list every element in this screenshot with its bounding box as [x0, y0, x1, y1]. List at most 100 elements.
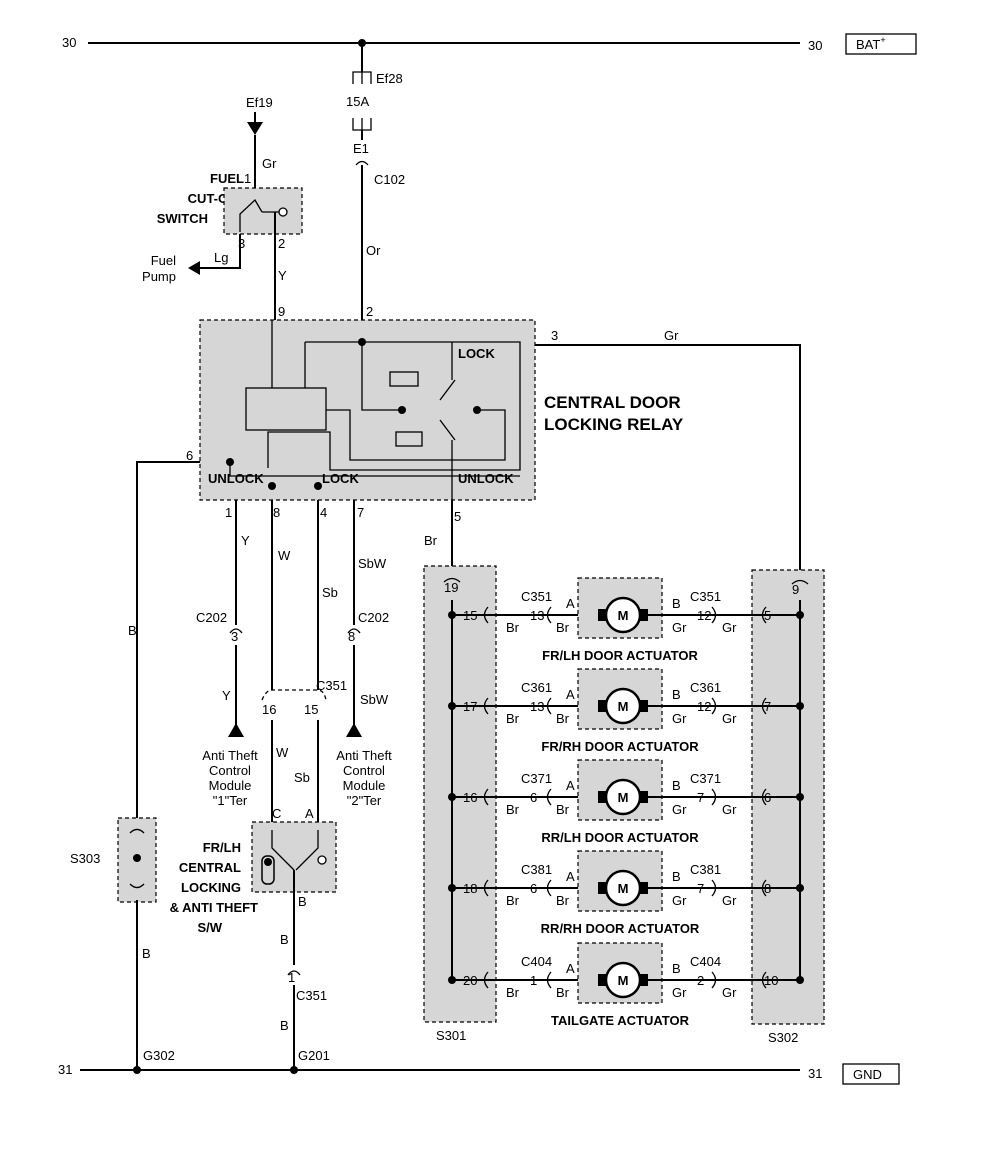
relay-pin-5: 5	[454, 509, 461, 524]
key-cylinder-icon	[261, 855, 275, 885]
s302-pin: 7	[764, 699, 771, 714]
relay-lock-right: LOCK	[458, 346, 495, 361]
c202a-out: Y	[222, 688, 231, 703]
pin-b: B	[672, 961, 681, 976]
rail-30-left: 30	[62, 35, 76, 50]
ef19-label: Ef19	[246, 95, 273, 110]
wire-right-outer: Gr	[722, 711, 737, 726]
switch-pin-b: B	[298, 894, 307, 909]
wire-left-outer: Br	[506, 802, 520, 817]
motor-icon	[604, 687, 642, 725]
s303-label: S303	[70, 851, 100, 866]
relay-pin-7: 7	[357, 505, 364, 520]
s301-pin: 18	[463, 881, 477, 896]
bat-tag: BAT+	[856, 35, 886, 52]
atm1-3: Module	[209, 778, 252, 793]
fuse-name: Ef28	[376, 71, 403, 86]
battery-rail: 30 30 BAT+	[62, 33, 917, 55]
connector-right-pin: 12	[697, 699, 711, 714]
pin-b: B	[672, 687, 681, 702]
motor-icon	[604, 596, 642, 634]
relay-pin3-wire: Gr	[664, 328, 679, 343]
relay-pin-1: 1	[225, 505, 232, 520]
atm2-3: Module	[343, 778, 386, 793]
wire-8-w: W	[278, 548, 291, 563]
s303-wire: B	[142, 946, 151, 961]
relay-pin-4: 4	[320, 505, 327, 520]
wire-left-inner: Br	[556, 893, 570, 908]
connector-right-pin: 7	[697, 881, 704, 896]
s302-pin: 10	[764, 973, 778, 988]
wire-right-inner: Gr	[672, 620, 687, 635]
wire-right-inner: Gr	[672, 893, 687, 908]
connector-left: C351	[521, 589, 552, 604]
wire-right-outer: Gr	[722, 802, 737, 817]
fuel-title-1: FUEL	[210, 171, 244, 186]
g302-label: G302	[143, 1048, 175, 1063]
pump-label-1: Fuel	[151, 253, 176, 268]
connector-right: C404	[690, 954, 721, 969]
pump-label-2: Pump	[142, 269, 176, 284]
wire-1-y: Y	[241, 533, 250, 548]
pin-b: B	[672, 869, 681, 884]
wire-left-outer: Br	[506, 711, 520, 726]
connector-left-pin: 13	[530, 699, 544, 714]
connector-left-pin: 1	[530, 973, 537, 988]
wire-right-inner: Gr	[672, 711, 687, 726]
motor-icon	[604, 778, 642, 816]
c202b-label: C202	[358, 610, 389, 625]
fr-lh-locking-switch: C A B FR/LH CENTRAL LOCKING & ANTI THEFT…	[170, 806, 337, 1070]
switch-title-5: S/W	[197, 920, 222, 935]
wire-left-inner: Br	[556, 985, 570, 1000]
c351-pin-15: 15	[304, 702, 318, 717]
relay-lock-mid: LOCK	[322, 471, 359, 486]
switch-title-3: LOCKING	[181, 880, 241, 895]
s301-label: S301	[436, 1028, 466, 1043]
connector-right: C371	[690, 771, 721, 786]
c202b-out: SbW	[360, 692, 389, 707]
wire-4-sb: Sb	[322, 585, 338, 600]
motor-label: M	[618, 608, 629, 623]
connector-left-pin: 6	[530, 790, 537, 805]
atm2-arrow-icon	[346, 723, 362, 737]
switch-title-4: & ANTI THEFT	[170, 900, 258, 915]
switch-pin-a: A	[305, 806, 314, 821]
connector-left: C404	[521, 954, 552, 969]
s302-pin: 6	[764, 790, 771, 805]
relay-title-2: LOCKING RELAY	[544, 415, 684, 434]
connector-c102: C102	[374, 172, 405, 187]
s301-pin: 17	[463, 699, 477, 714]
fuel-pin-2: 2	[278, 236, 285, 251]
connector-right: C381	[690, 862, 721, 877]
rail-31-right: 31	[808, 1066, 822, 1081]
relay-pin-2: 2	[366, 304, 373, 319]
pump-wire: Lg	[214, 250, 228, 265]
c351-bottom-wire: B	[280, 1018, 289, 1033]
wire-left-inner: Br	[556, 802, 570, 817]
c351-pin-16: 16	[262, 702, 276, 717]
central-door-locking-relay: 9 2 3 Gr CENTRAL DOOR LOCKING RELAY LOCK…	[186, 304, 684, 524]
motor-label: M	[618, 881, 629, 896]
splice-s301: Br 19 S301	[423, 500, 497, 1043]
rail-30-right: 30	[808, 38, 822, 53]
switch-title-2: CENTRAL	[179, 860, 241, 875]
wire-left-inner: Br	[556, 620, 570, 635]
fuel-title-3: SWITCH	[157, 211, 208, 226]
connector-left: C381	[521, 862, 552, 877]
atm1-2: Control	[209, 763, 251, 778]
switch-out-wire: B	[280, 932, 289, 947]
splice-s302: 9 S302	[751, 569, 825, 1045]
wire-6-b: B	[128, 623, 137, 638]
relay-pin-3: 3	[551, 328, 558, 343]
relay-pin-9: 9	[278, 304, 285, 319]
wire-left-outer: Br	[506, 620, 520, 635]
splice-s303: S303 B G302	[70, 817, 175, 1070]
switch-pin-c: C	[272, 806, 281, 821]
s302-pin: 8	[764, 881, 771, 896]
fuel-pin-3: 3	[238, 236, 245, 251]
pin-a: A	[566, 687, 575, 702]
wire-right-outer: Gr	[722, 985, 737, 1000]
